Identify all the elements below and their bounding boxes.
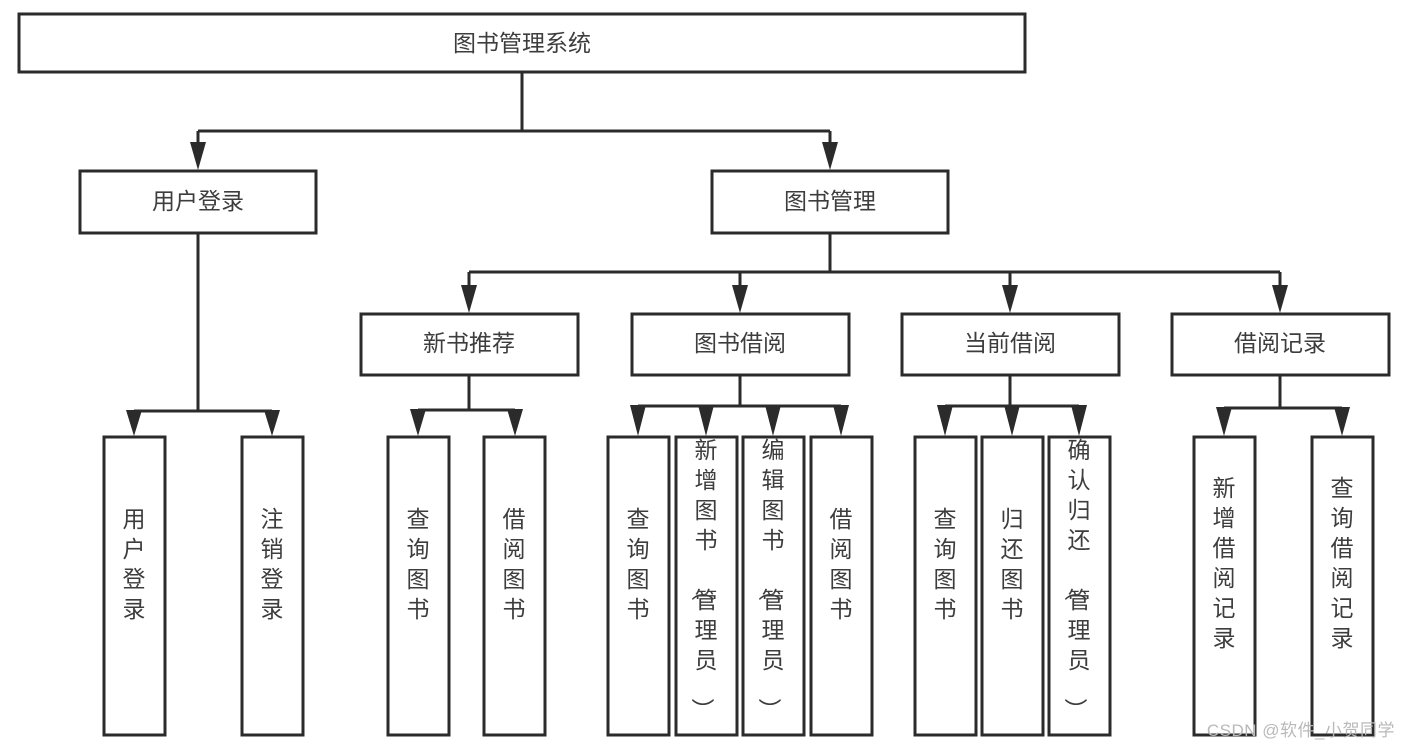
arrow-to-user-login — [190, 142, 206, 170]
leaf-return-book-label: 归还图书 — [1001, 506, 1024, 622]
edges-book-mgmt-to-level3 — [461, 233, 1288, 313]
leaf-node-borrow-book-rec[interactable]: 借阅图书 — [482, 435, 547, 737]
node-root-system[interactable]: 图书管理系统 — [17, 12, 1027, 74]
arrow-to-new-book-rec — [461, 285, 477, 313]
arrow-to-leaf-logout — [264, 410, 280, 436]
leaf-node-edit-book[interactable]: 编辑图书（管理员） — [741, 435, 806, 737]
leaf-query-borrow-record-box[interactable] — [1310, 435, 1375, 737]
node-book-management-label: 图书管理 — [784, 188, 876, 214]
arrow-to-leaf-add-record — [1216, 407, 1232, 436]
node-book-borrow[interactable]: 图书借阅 — [630, 312, 851, 377]
leaf-user-login-label: 用户登录 — [123, 506, 146, 622]
leaf-add-book-box[interactable] — [674, 435, 739, 737]
leaf-user-login-box[interactable] — [102, 435, 167, 737]
leaf-node-confirm-return[interactable]: 确认归还（管理员） — [1047, 435, 1112, 737]
leaf-query-book-current-box[interactable] — [913, 435, 978, 737]
leaf-borrow-book-label: 借阅图书 — [830, 506, 853, 622]
leaf-node-query-book-borrow[interactable]: 查询图书 — [606, 435, 671, 737]
leaf-node-query-book-current[interactable]: 查询图书 — [913, 435, 978, 737]
leaf-query-book-borrow-box[interactable] — [606, 435, 671, 737]
arrow-to-leaf-query-book-1 — [410, 409, 426, 436]
edges-borrow-record-to-leaves — [1216, 375, 1350, 436]
edges-root-to-level2 — [190, 72, 838, 170]
node-user-login-label: 用户登录 — [152, 188, 244, 214]
edges-new-book-rec-to-leaves — [410, 375, 523, 436]
node-borrow-record-label: 借阅记录 — [1234, 330, 1326, 356]
leaf-node-add-book[interactable]: 新增图书（管理员） — [674, 435, 739, 737]
leaf-borrow-book-rec-box[interactable] — [482, 435, 547, 737]
arrow-to-leaf-return-book — [1004, 405, 1020, 436]
leaf-add-borrow-record-box[interactable] — [1192, 435, 1257, 737]
leaf-confirm-return-box[interactable] — [1047, 435, 1112, 737]
arrow-to-leaf-edit-book — [765, 405, 781, 436]
edges-current-borrow-to-leaves — [937, 375, 1087, 436]
leaf-logout-box[interactable] — [240, 435, 305, 737]
arrow-to-leaf-user-login — [126, 410, 142, 436]
node-user-login-box[interactable] — [78, 169, 318, 235]
node-book-management[interactable]: 图书管理 — [710, 169, 950, 235]
node-borrow-record[interactable]: 借阅记录 — [1170, 312, 1391, 377]
leaf-borrow-book-box[interactable] — [809, 435, 874, 737]
node-root-label: 图书管理系统 — [453, 30, 591, 56]
leaf-query-book-rec-box[interactable] — [386, 435, 451, 737]
node-book-borrow-label: 图书借阅 — [694, 330, 786, 356]
leaf-borrow-book-rec-label: 借阅图书 — [503, 506, 526, 622]
arrow-to-leaf-borrow-book-1 — [507, 409, 523, 436]
edges-user-login-to-leaves — [126, 233, 280, 436]
leaf-return-book-box[interactable] — [980, 435, 1045, 737]
node-book-borrow-box[interactable] — [630, 312, 851, 377]
arrow-to-current-borrow — [1002, 285, 1018, 313]
arrow-to-leaf-query-record — [1334, 407, 1350, 436]
leaf-confirm-return-label: 确认归还（管理员） — [1063, 437, 1091, 721]
arrow-to-book-mgmt — [822, 142, 838, 170]
arrow-to-leaf-add-book — [698, 405, 714, 436]
leaf-node-borrow-book[interactable]: 借阅图书 — [809, 435, 874, 737]
leaf-edit-book-box[interactable] — [741, 435, 806, 737]
arrow-to-leaf-query-book-2 — [630, 405, 646, 436]
arrow-to-book-borrow — [732, 285, 748, 313]
leaf-node-query-book-rec[interactable]: 查询图书 — [386, 435, 451, 737]
edges-book-borrow-to-leaves — [630, 375, 849, 436]
node-root-box[interactable] — [17, 12, 1027, 74]
node-user-login[interactable]: 用户登录 — [78, 169, 318, 235]
leaf-query-book-borrow-label: 查询图书 — [627, 506, 650, 622]
node-current-borrow-box[interactable] — [900, 312, 1121, 377]
arrow-to-leaf-borrow-book-2 — [833, 405, 849, 436]
leaf-node-logout[interactable]: 注销登录 — [240, 435, 305, 737]
leaf-query-borrow-record-label: 查询借阅记录 — [1331, 475, 1354, 651]
leaf-node-return-book[interactable]: 归还图书 — [980, 435, 1045, 737]
leaf-query-book-current-label: 查询图书 — [934, 506, 957, 622]
arrow-to-borrow-record — [1272, 285, 1288, 313]
node-new-book-recommend[interactable]: 新书推荐 — [359, 312, 580, 377]
leaf-edit-book-label: 编辑图书（管理员） — [757, 437, 785, 721]
leaf-logout-label: 注销登录 — [261, 506, 284, 622]
node-current-borrow[interactable]: 当前借阅 — [900, 312, 1121, 377]
node-current-borrow-label: 当前借阅 — [964, 330, 1056, 356]
node-new-book-recommend-box[interactable] — [359, 312, 580, 377]
leaf-add-borrow-record-label: 新增借阅记录 — [1213, 475, 1236, 651]
leaf-node-user-login[interactable]: 用户登录 — [102, 435, 167, 737]
node-new-book-recommend-label: 新书推荐 — [423, 330, 515, 356]
leaf-add-book-label: 新增图书（管理员） — [690, 437, 718, 721]
leaf-query-book-rec-label: 查询图书 — [407, 506, 430, 622]
node-book-management-box[interactable] — [710, 169, 950, 235]
leaf-node-add-borrow-record[interactable]: 新增借阅记录 — [1192, 435, 1257, 737]
node-borrow-record-box[interactable] — [1170, 312, 1391, 377]
arrow-to-leaf-query-book-3 — [937, 405, 953, 436]
leaf-node-query-borrow-record[interactable]: 查询借阅记录 — [1310, 435, 1375, 737]
arrow-to-leaf-confirm-return — [1071, 405, 1087, 436]
